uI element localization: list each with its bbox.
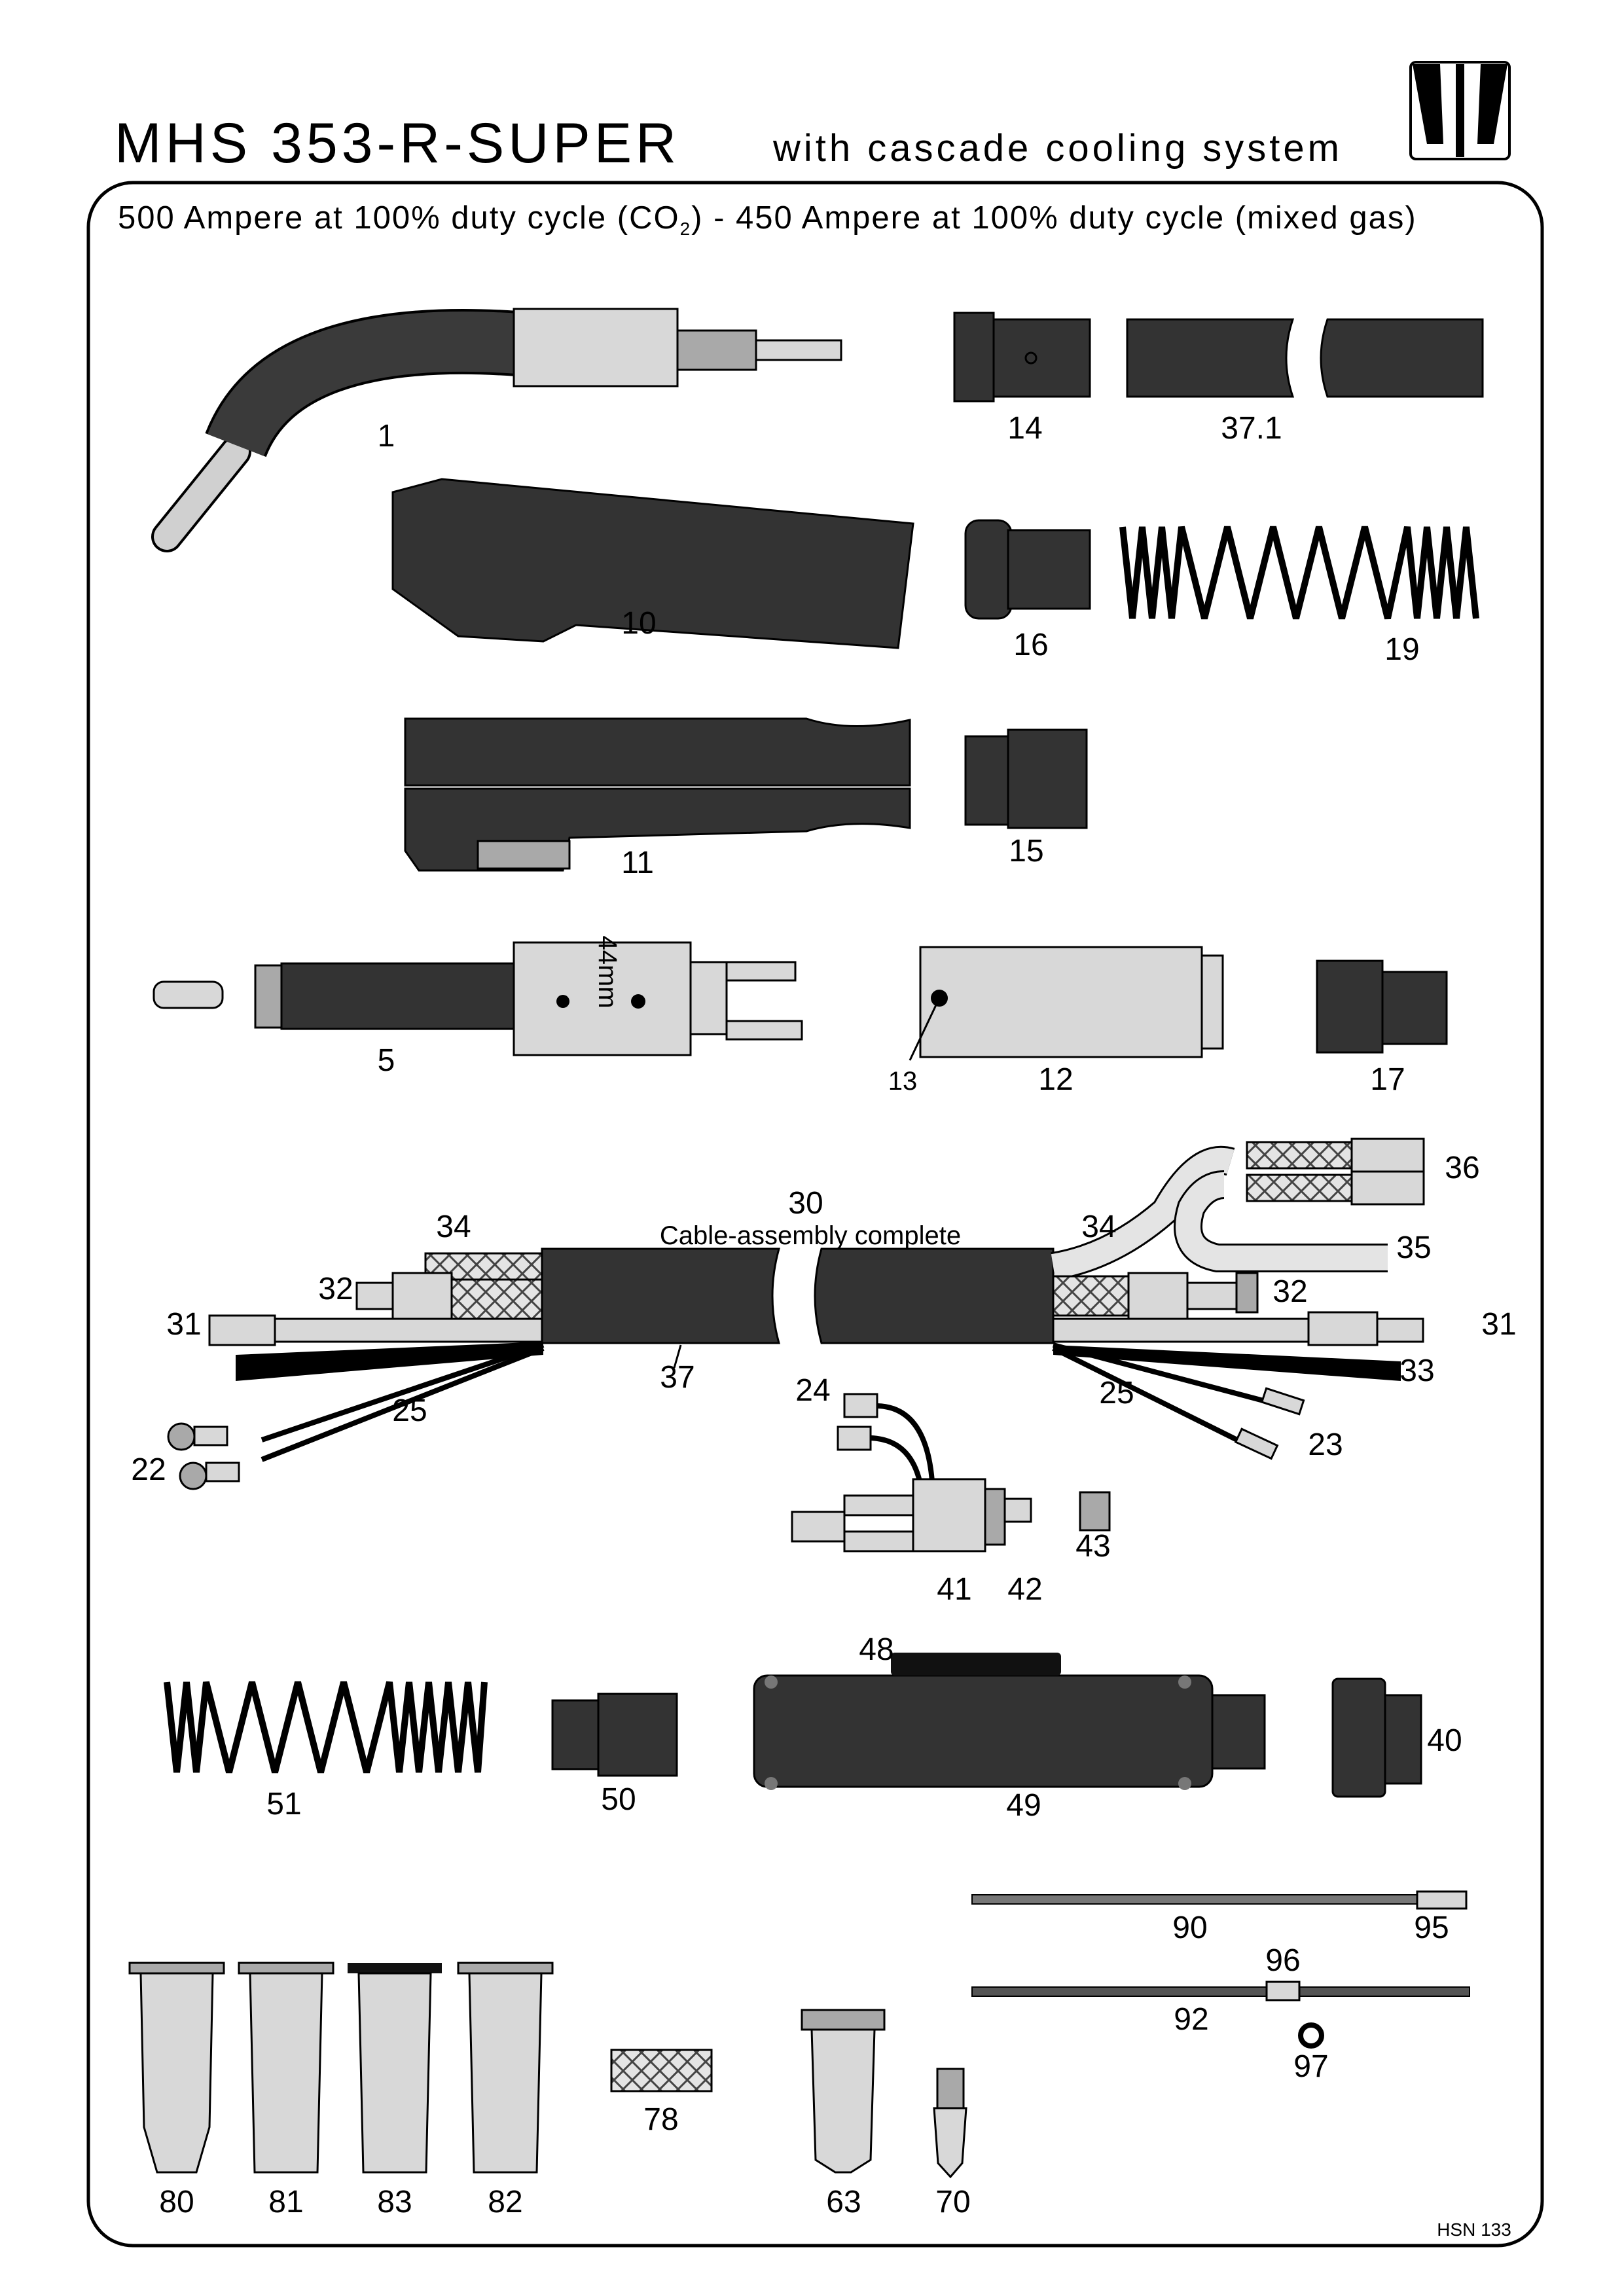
- part-30-cable-assembly: [208, 1138, 1425, 1462]
- label-51: 51: [266, 1787, 301, 1821]
- part-37-1-protective-sleeve: [1126, 318, 1484, 398]
- document-code: HSN 133: [1437, 2219, 1511, 2240]
- label-30: 30: [788, 1186, 823, 1221]
- label-43: 43: [1075, 1529, 1110, 1564]
- label-32-left: 32: [318, 1272, 353, 1306]
- part-81-nozzle: [238, 1962, 334, 2174]
- label-16: 16: [1013, 628, 1048, 662]
- label-10: 10: [621, 606, 656, 641]
- part-11-handle-shell: [404, 717, 911, 872]
- page-subtitle: with cascade cooling system: [772, 127, 1343, 170]
- label-97: 97: [1293, 2049, 1328, 2084]
- part-96-clamp: [1265, 1981, 1301, 2001]
- label-41: 41: [937, 1572, 971, 1607]
- label-17: 17: [1370, 1062, 1405, 1097]
- part-40-end-cap: [1331, 1677, 1422, 1798]
- label-24: 24: [795, 1373, 830, 1408]
- content-frame: [86, 181, 1544, 2248]
- label-49: 49: [1006, 1788, 1041, 1823]
- rating-spec: 500 Ampere at 100% duty cycle (CO2) - 45…: [118, 200, 1417, 239]
- label-37: 37: [660, 1360, 695, 1395]
- part-95-liner-end: [1416, 1890, 1468, 1910]
- part-51-spring: [164, 1681, 488, 1774]
- label-19: 19: [1384, 632, 1419, 667]
- label-37-1: 37.1: [1221, 411, 1282, 446]
- part-63-tip-holder: [801, 2009, 886, 2174]
- part-15-nut: [964, 728, 1088, 829]
- dimension-label: 44mm: [593, 935, 622, 1008]
- label-25-left: 25: [392, 1393, 427, 1428]
- label-81: 81: [268, 2185, 303, 2219]
- label-12: 12: [1038, 1062, 1073, 1097]
- part-50-nut: [551, 1693, 678, 1777]
- part-41-connector: [791, 1393, 1032, 1552]
- part-17-nut: [1316, 960, 1448, 1054]
- label-33-left: 33: [236, 1351, 270, 1386]
- label-36: 36: [1445, 1151, 1479, 1185]
- label-25-right: 25: [1099, 1376, 1134, 1410]
- label-95: 95: [1414, 1910, 1449, 1945]
- label-31-left: 31: [166, 1307, 201, 1342]
- label-48: 48: [859, 1632, 893, 1667]
- label-80: 80: [159, 2185, 194, 2219]
- part-97-o-ring: [1298, 2022, 1324, 2049]
- part-70-contact-tip: [933, 2068, 967, 2179]
- label-32-right: 32: [1272, 1274, 1307, 1309]
- rating-spec-part1: 500 Ampere at 100% duty cycle (CO: [118, 200, 680, 236]
- label-15: 15: [1009, 834, 1043, 869]
- label-82: 82: [488, 2185, 522, 2219]
- label-35: 35: [1396, 1230, 1431, 1265]
- part-14-sleeve: [953, 312, 1091, 403]
- label-13: 13: [888, 1067, 918, 1096]
- part-43-nut: [1079, 1491, 1111, 1532]
- part-number-labels: 1 14 37.1 10 16 19 11 15 5 13 12 17 30 C…: [131, 411, 1516, 2219]
- cable-assembly-label: Cable-assembly complete: [660, 1221, 961, 1250]
- part-80-nozzle: [128, 1962, 225, 2174]
- label-78: 78: [643, 2102, 678, 2137]
- label-22: 22: [131, 1452, 166, 1487]
- label-14: 14: [1007, 411, 1042, 446]
- label-1: 1: [378, 419, 395, 454]
- label-90: 90: [1172, 1910, 1207, 1945]
- label-11: 11: [621, 846, 654, 880]
- part-83-nozzle: [348, 1963, 442, 2174]
- label-92: 92: [1174, 2002, 1208, 2037]
- rating-spec-part2: ) - 450 Ampere at 100% duty cycle (mixed…: [691, 200, 1417, 236]
- label-83: 83: [377, 2185, 412, 2219]
- label-34-right: 34: [1081, 1210, 1116, 1244]
- part-10-handle: [391, 478, 914, 649]
- part-48-trigger-cap: [891, 1653, 1061, 1676]
- label-96: 96: [1265, 1943, 1300, 1978]
- label-40: 40: [1427, 1723, 1462, 1758]
- label-5: 5: [378, 1043, 395, 1078]
- part-22-cable-lugs: [167, 1422, 240, 1490]
- page-title: MHS 353-R-SUPER: [115, 112, 680, 175]
- label-63: 63: [826, 2185, 861, 2219]
- label-50: 50: [601, 1782, 636, 1817]
- part-78-insulator: [610, 2049, 713, 2092]
- part-1-torch-neck: [151, 308, 842, 552]
- part-5-neck-assembly: 44mm: [153, 935, 803, 1056]
- label-42: 42: [1007, 1572, 1042, 1607]
- part-90-liner: [971, 1890, 1468, 1910]
- part-19-spring: [1119, 526, 1479, 620]
- part-49-handle-body: [753, 1674, 1266, 1790]
- company-logo: [1409, 61, 1511, 160]
- part-12-cylinder: [909, 946, 1224, 1061]
- part-16-nut: [964, 519, 1091, 620]
- part-82-nozzle: [457, 1962, 554, 2174]
- label-33-right: 33: [1399, 1354, 1434, 1388]
- label-34-left: 34: [436, 1210, 471, 1244]
- label-31-right: 31: [1481, 1307, 1516, 1342]
- label-70: 70: [935, 2185, 970, 2219]
- label-23: 23: [1308, 1427, 1343, 1462]
- rating-spec-subscript: 2: [680, 219, 692, 239]
- part-92-liner: [971, 1981, 1470, 2049]
